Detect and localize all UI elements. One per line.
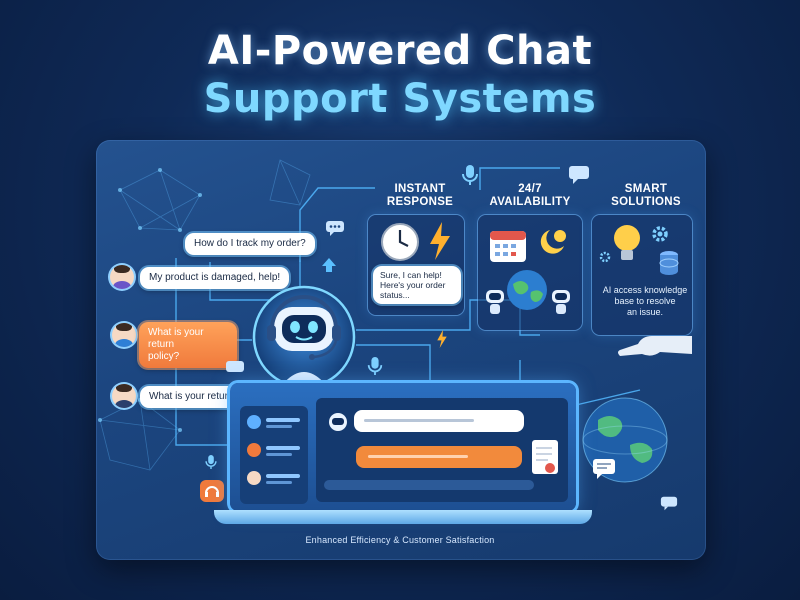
clock-icon xyxy=(381,223,419,261)
instant-reply-line1: Sure, I can help! xyxy=(380,270,442,280)
footer-caption: Enhanced Efficiency & Customer Satisfact… xyxy=(305,535,495,545)
feature-title-availability: 24/7 AVAILABILITY xyxy=(480,183,580,209)
ai-chatbot-robot xyxy=(252,285,356,389)
robot-hand-icon xyxy=(618,336,692,356)
feature-instant-line1: INSTANT xyxy=(394,183,446,195)
microphone-icon-2 xyxy=(367,357,383,375)
mini-robot-icon xyxy=(486,290,504,314)
instant-reply-bubble: Sure, I can help! Here's your order stat… xyxy=(373,266,461,304)
feature-smart-line2: SOLUTIONS xyxy=(611,196,681,208)
chat-icon-corner xyxy=(660,496,678,511)
chat-icon xyxy=(326,221,344,236)
chat-small-icon xyxy=(226,361,244,372)
feature-instant-line2: RESPONSE xyxy=(386,196,454,208)
return-policy-line2: policy? xyxy=(148,351,180,362)
smart-solutions-text: AI access knowledge base to resolve an i… xyxy=(600,285,690,318)
card-smart-solutions xyxy=(592,215,692,335)
microphone-icon-3 xyxy=(205,455,217,469)
feature-title-smart: SMART SOLUTIONS xyxy=(596,183,696,209)
lightning-small-icon xyxy=(437,330,447,348)
laptop-chat-ui xyxy=(240,398,568,504)
page-title-line2: Support Systems xyxy=(203,76,597,122)
feature-smart-line1: SMART xyxy=(624,183,668,195)
feature-availability-line1: 24/7 xyxy=(518,183,542,195)
smart-text-line1: AI access knowledge xyxy=(602,285,688,295)
gear-icon-small xyxy=(599,251,611,263)
customer-avatar-1 xyxy=(110,265,134,289)
chat-bubble-damaged-product: My product is damaged, help! xyxy=(140,267,290,289)
mini-robot-icon-2 xyxy=(552,290,570,314)
chat-bubble-track-order: How do I track my order? xyxy=(185,233,315,255)
instant-reply-line3: status... xyxy=(380,290,410,300)
customer-avatar-2 xyxy=(112,323,136,347)
feature-availability-line2: AVAILABILITY xyxy=(489,196,571,208)
database-icon xyxy=(659,251,679,275)
upload-arrow-icon xyxy=(322,258,336,272)
lightning-icon xyxy=(430,222,450,260)
chat-icon-top xyxy=(569,166,589,184)
smart-text-line2: base to resolve xyxy=(614,296,676,306)
instant-reply-line2: Here's your order xyxy=(380,280,446,290)
return-policy-line1: What is your return xyxy=(148,327,204,350)
smart-text-line3: an issue. xyxy=(626,307,664,317)
globe-icon xyxy=(507,270,547,310)
microphone-icon xyxy=(462,165,478,185)
laptop-base xyxy=(214,510,592,524)
chat-icon-right xyxy=(593,459,615,479)
gear-icon xyxy=(652,226,668,242)
page-title-line1: AI-Powered Chat xyxy=(207,28,593,74)
headset-icon xyxy=(200,480,224,502)
chat-bubble-return-policy-orange: What is your return policy? xyxy=(139,322,237,368)
calendar-icon xyxy=(490,231,526,262)
moon-icon xyxy=(540,230,566,254)
lightbulb-icon xyxy=(614,225,640,260)
customer-avatar-3 xyxy=(112,384,136,408)
feature-title-instant: INSTANT RESPONSE xyxy=(380,183,460,209)
